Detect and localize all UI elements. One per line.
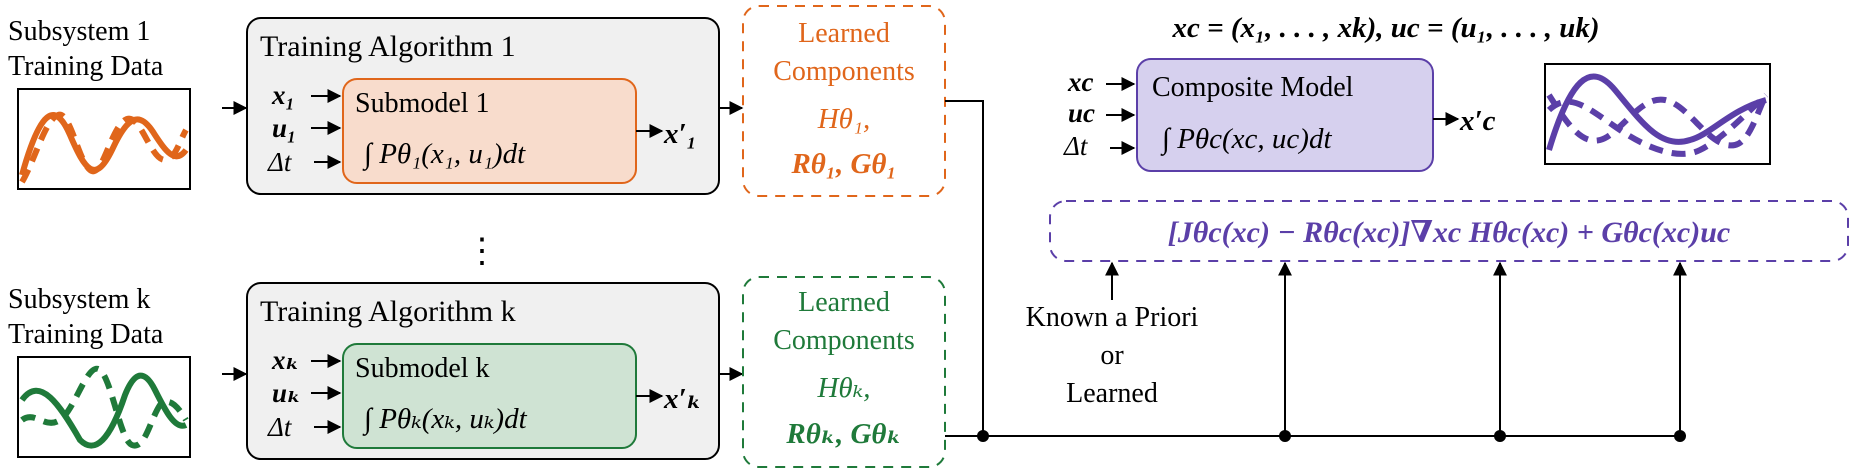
composite-model-title: Composite Model (1152, 72, 1354, 103)
composite-group: xc = (x₁, . . . , xk), uc = (u₁, . . . ,… (1049, 12, 1849, 262)
connection-bus (945, 100, 1687, 437)
submodel-k-formula: ∫ Pθₖ(xₖ, uₖ)dt (362, 403, 528, 436)
subsystem-k-input-control: uₖ (272, 378, 301, 408)
learned-components-1-title-line1: Learned (798, 18, 890, 49)
subsystem-k-data-plot (17, 356, 191, 458)
learned-components-k-matrices: Rθₖ, Gθₖ (785, 418, 901, 450)
submodel-k-output: x′ₖ (663, 383, 702, 415)
learned-components-k-box (742, 276, 946, 468)
composite-equation: [Jθc(xc) − Rθc(xc)]∇xc Hθc(xc) + Gθc(xc)… (1168, 216, 1730, 249)
known-label-line3: Learned (1066, 378, 1158, 409)
composite-output: x′c (1459, 105, 1496, 137)
subsystem-1-group: Subsystem 1 Training Data Training Algor… (8, 5, 946, 197)
learned-components-k-title-line2: Components (773, 325, 915, 356)
subsystem-1-label-line1: Subsystem 1 (8, 16, 150, 47)
training-algorithm-k-title: Training Algorithm k (260, 295, 516, 328)
composite-input-control: uc (1068, 98, 1095, 128)
subsystem-k-input-timestep: Δt (267, 412, 293, 442)
junction-dot (1279, 430, 1291, 442)
submodel-1-output: x′₁ (663, 118, 697, 150)
composite-input-timestep: Δt (1063, 131, 1089, 161)
subsystem-1-input-timestep: Δt (267, 147, 293, 177)
junction-dot (977, 430, 989, 442)
subsystem-k-label-line2: Training Data (8, 319, 164, 350)
vertical-ellipsis: ⋮ (465, 233, 499, 270)
submodel-1-title: Submodel 1 (355, 88, 490, 119)
learned-components-k-title-line1: Learned (798, 287, 890, 318)
submodel-k-title: Submodel k (355, 353, 490, 384)
subsystem-k-label-line1: Subsystem k (8, 284, 150, 315)
composite-data-plot (1544, 63, 1771, 165)
composite-model-formula: ∫ Pθc(xc, uc)dt (1160, 123, 1332, 156)
subsystem-k-group: Subsystem k Training Data Training Algor… (8, 276, 946, 468)
composite-model-box (1136, 58, 1434, 172)
subsystem-k-input-state: xₖ (271, 345, 300, 375)
submodel-1-formula: ∫ Pθ₁(x₁, u₁)dt (362, 138, 526, 171)
training-algorithm-1-title: Training Algorithm 1 (260, 30, 516, 63)
composite-input-state: xc (1067, 67, 1094, 97)
subsystem-1-input-control: u₁ (272, 113, 296, 143)
composite-definition: xc = (x₁, . . . , xk), uc = (u₁, . . . ,… (1171, 12, 1599, 44)
known-label-line2: or (1100, 340, 1124, 371)
subsystem-1-data-plot (17, 88, 191, 190)
learned-components-1-title-line2: Components (773, 56, 915, 87)
junction-dot (1494, 430, 1506, 442)
subsystem-1-input-state: x₁ (271, 80, 295, 110)
subsystem-1-label-line2: Training Data (8, 51, 164, 82)
junction-dot (1674, 430, 1686, 442)
learned-components-1-matrices: Rθ₁, Gθ₁ (790, 148, 896, 180)
composite-equation-box (1049, 200, 1849, 262)
learned-components-1-hamiltonian: Hθ₁, (817, 103, 871, 135)
learned-components-k-hamiltonian: Hθₖ, (816, 372, 870, 404)
known-label-line1: Known a Priori (1026, 302, 1199, 333)
